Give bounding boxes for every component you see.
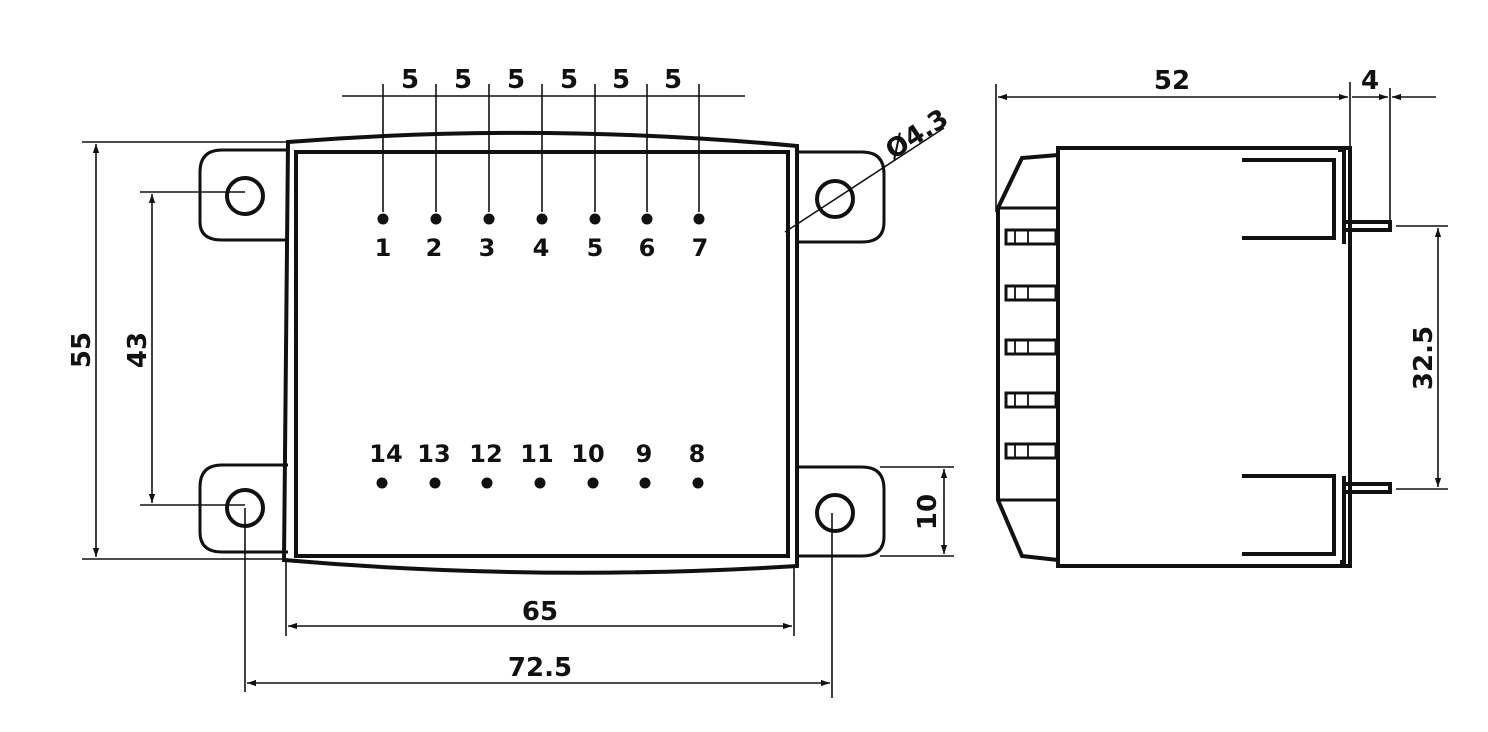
pin-label: 13	[417, 440, 450, 468]
depth-52-dimension: 52	[995, 66, 1351, 212]
pitch-dimension: 5 5 5 5 5 5	[342, 65, 745, 212]
height-55-dimension: 55	[67, 141, 288, 560]
pin-label: 3	[479, 234, 496, 262]
body-inner-outline	[294, 150, 790, 558]
pitch-label: 5	[612, 65, 630, 95]
side-view: 52 4 32.5	[995, 66, 1448, 568]
hole-spacing-43-label: 43	[123, 332, 153, 368]
width-65-dimension: 65	[285, 562, 795, 636]
pin-dot	[481, 477, 493, 489]
flange-top-right	[795, 150, 886, 244]
pin-length-4-label: 4	[1361, 66, 1379, 96]
body-outer-outline	[281, 130, 799, 575]
hole-spacing-72-5-label: 72.5	[508, 653, 572, 683]
flange-10-dimension: 10	[880, 466, 954, 557]
pitch-label: 5	[664, 65, 682, 95]
height-55-label: 55	[67, 332, 97, 368]
side-pin-upper-outer	[1338, 148, 1392, 244]
pin-label: 5	[587, 234, 604, 262]
pin-label: 12	[469, 440, 502, 468]
pin-dot	[376, 477, 388, 489]
side-body	[1056, 146, 1352, 568]
hole-diameter-callout: Ø4.3	[784, 104, 954, 233]
hole-spacing-43-dimension: 43	[123, 191, 245, 506]
pins-top-row: 1 2 3 4 5 6 7	[375, 213, 709, 262]
pitch-label: 5	[507, 65, 525, 95]
pin-dot	[536, 213, 548, 225]
pin-label: 4	[533, 234, 550, 262]
pin-dot	[693, 213, 705, 225]
pin-dot	[377, 213, 389, 225]
pin-dot	[430, 213, 442, 225]
terminal-slots	[1004, 228, 1058, 460]
flange-top-left	[198, 148, 288, 242]
pin-length-4-dimension: 4	[1352, 66, 1436, 222]
pin-dot	[534, 477, 546, 489]
pin-row-32-5-label: 32.5	[1409, 326, 1439, 390]
pin-label: 14	[369, 440, 402, 468]
side-pin-upper	[1242, 158, 1336, 240]
pin-dot	[692, 477, 704, 489]
hole-spacing-72-5-dimension: 72.5	[244, 508, 833, 698]
mounting-hole-bottom-right	[815, 493, 855, 533]
pin-dot	[641, 213, 653, 225]
mounting-hole-top-left	[225, 176, 265, 216]
pin-dot	[429, 477, 441, 489]
pitch-label: 5	[454, 65, 472, 95]
pin-label: 9	[636, 440, 653, 468]
pitch-label: 5	[560, 65, 578, 95]
pin-row-32-5-dimension: 32.5	[1396, 225, 1448, 490]
pin-label: 1	[375, 234, 392, 262]
pitch-label: 5	[401, 65, 419, 95]
side-front-plate	[996, 153, 1059, 562]
mounting-hole-top-right	[815, 179, 855, 219]
flange-bottom-left	[198, 463, 288, 554]
pin-label: 11	[520, 440, 553, 468]
pin-label: 7	[692, 234, 709, 262]
hole-diameter-label: Ø4.3	[880, 104, 954, 166]
width-65-label: 65	[522, 597, 558, 627]
pin-dot	[587, 477, 599, 489]
pin-dot	[483, 213, 495, 225]
pin-label: 6	[639, 234, 656, 262]
pin-label: 8	[689, 440, 706, 468]
depth-52-label: 52	[1154, 66, 1190, 96]
side-pin-lower-outer	[1340, 476, 1392, 564]
flange-bottom-right	[795, 465, 886, 558]
front-view: 1 2 3 4 5 6 7 14 13 12 11 10 9 8	[67, 65, 954, 698]
flange-10-label: 10	[913, 494, 943, 530]
pin-label: 2	[426, 234, 443, 262]
pin-label: 10	[571, 440, 604, 468]
pin-dot	[589, 213, 601, 225]
side-pin-lower	[1242, 474, 1336, 556]
pins-bottom-row: 14 13 12 11 10 9 8	[369, 440, 705, 489]
pin-dot	[639, 477, 651, 489]
